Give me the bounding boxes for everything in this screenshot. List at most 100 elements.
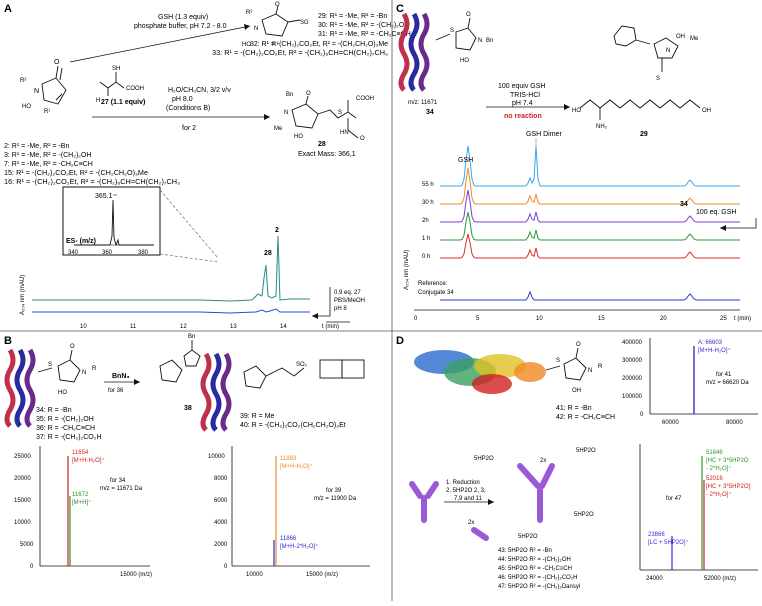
svg-text:S: S [556, 358, 560, 364]
gsh-dimer-label: GSH Dimer [526, 131, 562, 138]
trace-0h [440, 233, 740, 259]
ms-47-label-4: [HC + 3*5HP2O] [706, 484, 751, 490]
peak-28: 28 [264, 250, 272, 257]
helix-bundle-b-right [200, 352, 232, 432]
ms-right-ytick-5: 0 [224, 564, 228, 570]
svg-text:N: N [284, 110, 288, 116]
cond-3: (Conditions B) [166, 105, 210, 112]
xtick-11: 11 [130, 324, 137, 330]
d-list-1: 42: R = -CH₂C≡CH [556, 414, 615, 421]
svg-text:HO: HO [572, 108, 581, 114]
protein-ribbon [414, 350, 546, 394]
panel-c-letter: C [396, 3, 404, 15]
ms-41-note-1: m/z = 66620 Da [706, 380, 749, 386]
svg-text:HO: HO [58, 390, 67, 396]
ms-left-peak-label-0: 11654 [72, 450, 89, 456]
svg-text:N: N [82, 370, 86, 376]
ms-41-ytick-0: 400000 [622, 340, 643, 346]
chromatogram-c: A₂₅₄ nm (mAU) GSH GSH Dimer 34 100 eq. G… [404, 131, 757, 322]
svg-text:R: R [92, 366, 97, 372]
b-list-right-0: 39: R = Me [240, 413, 275, 420]
ms-47: 51846 [HC + 3*5HP2O - 2*H₂O]⁺ 52016 [HC … [639, 444, 758, 582]
xtick-12: 12 [180, 324, 187, 330]
r1-label: R¹ [44, 109, 50, 115]
svg-text:O: O [306, 91, 311, 97]
ms-47-label-6: 23866 [648, 532, 665, 538]
svg-text:N: N [588, 368, 592, 374]
top-arrow [69, 25, 251, 63]
svg-text:COOH: COOH [126, 86, 144, 92]
trace-label-2h: 2h [422, 218, 429, 224]
no-reaction: no reaction [504, 113, 542, 120]
ms-47-label-7: [LC + 5HP2O]⁺ [648, 539, 689, 546]
svg-text:Me: Me [690, 36, 699, 42]
reagent-gsh: GSH (1.3 equiv) [158, 14, 208, 21]
ms-47-xtick-0: 24000 [646, 576, 663, 582]
ms-left-peak-label-2: 11672 [72, 492, 89, 498]
cond-4: for 2 [182, 125, 196, 132]
helix-bundle-c [398, 12, 430, 92]
ms-47-label-0: 51846 [706, 450, 723, 456]
ms-right-xtick-1: 15000 (m/z) [306, 572, 338, 578]
trace-2h [440, 189, 740, 223]
ms-47-label-2: - 2*H₂O]⁺ [706, 465, 732, 472]
mz-label: m/z: 11671 [408, 100, 438, 106]
ms-right-peak-label-2: 11866 [280, 536, 297, 542]
ms-left-peak-label-3: [M+H]⁺ [72, 499, 91, 506]
pyrrolone-structure [41, 65, 67, 105]
thioether-product-structure [261, 5, 301, 37]
antibody-icon [409, 481, 439, 523]
svg-text:Bn: Bn [486, 38, 493, 44]
ms-left-ytick-0: 25000 [14, 454, 31, 460]
d-product-0: 43: 5HP2O R² = -Bn [498, 548, 552, 554]
for-36: for 36 [108, 388, 124, 394]
label-29: 29 [640, 131, 648, 138]
svg-text:O: O [466, 12, 471, 18]
xlabel-a: t (min) [322, 324, 339, 330]
ms-right-peak-label-1: [M+H-H₂O]⁺ [280, 463, 313, 470]
hp2o-label-4: 5HP2O [518, 534, 538, 540]
ms-left-ytick-4: 5000 [20, 542, 34, 548]
panel-d-letter: D [396, 335, 404, 347]
reference-line-1: Reference: [418, 281, 448, 287]
svg-text:NH₂: NH₂ [596, 124, 608, 130]
eq-gsh: 100 eq. GSH [696, 209, 736, 216]
hplc-ylabel-a: A₂₅₄ nm (mAU) [20, 275, 26, 315]
d-product-2: 45: 5HP2O R² = -CH₂C≡CH [498, 566, 572, 572]
ms-41-ion: [M+H-H₂O]⁺ [698, 347, 731, 354]
svg-text:H: H [96, 98, 100, 104]
ms-left: 11654 [M+H-H₂O]⁺ 11672 [M+H]⁺ for 34 m/z… [14, 446, 152, 578]
product-list-1: 30: R¹ = -Me, R² = -(CH₂)₂OH [318, 22, 409, 29]
svg-text:S: S [656, 76, 660, 82]
product-list-2: 31: R¹ = -Me, R² = -CH₂C≡CH [318, 31, 411, 38]
label-34: 34 [426, 109, 434, 116]
xtick-10: 10 [80, 324, 87, 330]
xtick-c-10: 10 [536, 316, 543, 322]
ms-right-note-1: m/z = 11900 Da [314, 496, 357, 502]
cond-c-2: pH 7.4 [512, 100, 533, 107]
hplc-traces-a: A₂₅₄ nm (mAU) 28 2 0.9 eq. 27 PBS/MeOH p… [20, 227, 365, 330]
ms-left-note-1: m/z = 11671 Da [100, 486, 143, 492]
trace-1h [440, 211, 740, 241]
start-list-4: 16: R¹ = -(CH₂)₂CO₂Et, R² = -(CH₂)₆CH=CH… [4, 179, 180, 186]
peak-2: 2 [275, 227, 279, 234]
svg-text:SG: SG [300, 20, 309, 26]
hp2o-label-2: 5HP2O [576, 448, 596, 454]
cys-label: 27 (1.1 equiv) [101, 99, 145, 106]
panel-b: B S O N R HO BnN₃ for 36 Bn 38 34: R = -… [4, 334, 370, 578]
ms-41-ytick-3: 100000 [622, 394, 643, 400]
x2-label-1: 2x [540, 458, 546, 464]
ms-right-ytick-4: 2000 [214, 542, 228, 548]
xtick-13: 13 [230, 324, 237, 330]
ms-41-xtick-1: 80000 [726, 420, 743, 426]
product-28-label: 28 [318, 141, 326, 148]
panel-a: A O N R² HO R¹ GSH (1.3 equiv) phosphate… [4, 2, 411, 330]
svg-text:SH: SH [112, 66, 120, 72]
addition-1: PBS/MeOH [334, 298, 365, 304]
ms-mode: ES- (m/z) [66, 238, 96, 245]
ms-right-note-0: for 39 [326, 488, 342, 494]
ms-tick-360: 360 [102, 250, 113, 256]
ms-47-xtick-1: 52000 (m/z) [704, 576, 736, 582]
ms-left-note-0: for 34 [110, 478, 126, 484]
d-product-4: 47: 5HP2O R² = -(CH₂)₂Dansyl [498, 584, 580, 590]
